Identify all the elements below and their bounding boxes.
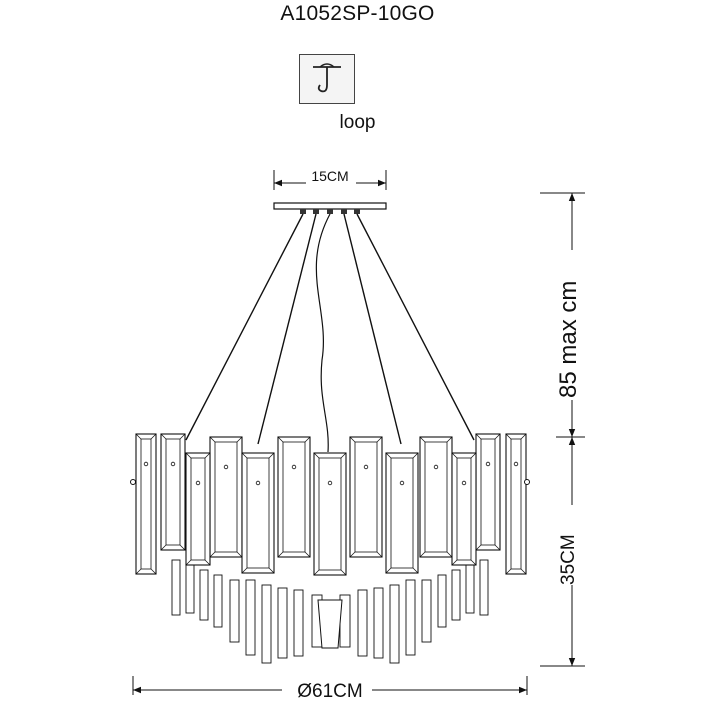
max-height-label: 85 max cm	[555, 281, 582, 398]
canopy-width-label: 15CM	[311, 168, 348, 184]
body-height-label: 35CM	[558, 534, 579, 585]
hook-loop-icon	[299, 54, 355, 104]
crystal-prism-back	[419, 436, 453, 558]
center-drop-crystal	[317, 599, 343, 649]
height-dimension: 85 max cm 35CM	[540, 192, 585, 667]
crystal-prism-back	[349, 436, 383, 558]
crystal-rod	[229, 579, 240, 643]
crystal-rod	[261, 584, 272, 664]
crystal-prism-front	[451, 452, 477, 566]
crystal-prism-back	[209, 436, 243, 558]
crystal-rod	[389, 584, 400, 664]
crystal-rod	[185, 564, 195, 614]
diameter-dimension: Ø61CM	[132, 676, 528, 702]
crystal-rod	[479, 559, 489, 616]
diameter-label: Ø61CM	[297, 681, 362, 702]
crystal-prism-back	[475, 433, 501, 551]
crystal-prism-front	[313, 452, 347, 576]
crystal-rod	[421, 579, 432, 643]
mount-type-label: loop	[339, 112, 376, 133]
crystal-prism-back	[160, 433, 186, 551]
crystal-rod	[437, 574, 447, 628]
crystal-rod	[465, 564, 475, 614]
canopy-width-dimension: 15CM	[273, 168, 387, 190]
crystal-rod	[199, 569, 209, 621]
crystal-rod	[405, 579, 416, 656]
side-stud	[130, 479, 136, 485]
crystal-rod	[293, 589, 304, 657]
crystal-prism-front	[185, 452, 211, 566]
crystal-rod	[357, 589, 368, 657]
crystal-rod	[213, 574, 223, 628]
crystal-rod	[277, 587, 288, 659]
crystal-rod	[451, 569, 461, 621]
crystal-rod	[373, 587, 384, 659]
canopy	[273, 202, 387, 214]
crystal-prism-front	[385, 452, 419, 574]
crystal-rod	[245, 579, 256, 656]
crystal-prism-back	[135, 433, 157, 575]
side-stud	[524, 479, 530, 485]
product-code: A1052SP-10GO	[280, 2, 435, 25]
crystal-prism-front	[241, 452, 275, 574]
crystal-prism-back	[277, 436, 311, 558]
chandelier-body	[130, 433, 530, 664]
crystal-prism-back	[505, 433, 527, 575]
crystal-rod	[171, 559, 181, 616]
suspension-cables	[185, 213, 475, 453]
